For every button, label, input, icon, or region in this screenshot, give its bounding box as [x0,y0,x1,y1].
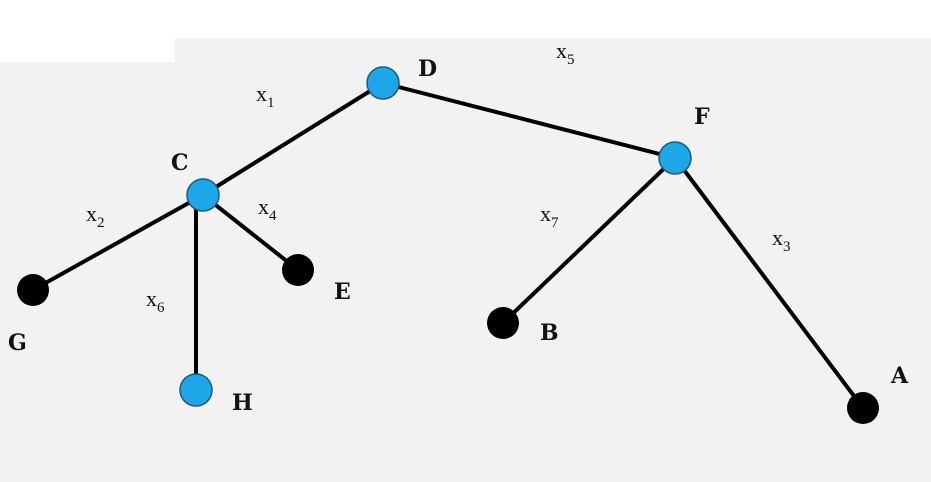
edge-label-x2-sub: 2 [97,215,105,231]
edge-label-x2: x2 [86,201,105,231]
node-G [17,274,49,306]
edge-label-x4: x4 [258,194,277,224]
node-label-D: D [418,56,437,82]
node-label-B: B [540,320,559,346]
edge-label-x5-main: x [556,38,567,63]
edge-x5 [381,81,677,160]
node-F [658,141,692,175]
edge-label-x4-main: x [258,194,269,219]
edge-x1 [201,81,385,197]
edge-x4 [201,193,300,272]
node-A [847,392,879,424]
edge-label-x6: x6 [146,286,165,316]
edge-x2 [31,193,205,292]
node-B [487,307,519,339]
node-label-A: A [890,363,909,389]
node-C [186,178,220,212]
edge-label-x7-main: x [540,201,551,226]
node-label-C: C [171,150,189,176]
edge-label-x7: x7 [540,201,559,231]
edge-label-x7-sub: 7 [551,215,559,231]
edge-label-x5: x5 [556,38,575,68]
edge-label-x6-sub: 6 [157,300,165,316]
edge-label-x1-sub: 1 [267,95,275,111]
edge-label-x1: x1 [256,81,275,111]
edge-label-x2-main: x [86,201,97,226]
node-label-G: G [8,330,27,356]
node-label-H: H [232,390,253,416]
edge-x3 [673,156,865,410]
edge-label-x3-main: x [772,225,783,250]
background-panel [0,38,931,482]
edge-label-x3-sub: 3 [783,239,791,255]
edge-label-x5-sub: 5 [567,52,575,68]
edge-label-x1-main: x [256,81,267,106]
node-label-F: F [694,104,710,130]
edge-label-x6-main: x [146,286,157,311]
node-label-E: E [334,279,351,305]
node-D [366,66,400,100]
edge-x7 [501,156,677,325]
edge-label-x4-sub: 4 [269,208,277,224]
node-E [282,254,314,286]
edge-label-x3: x3 [772,225,791,255]
node-H [179,373,213,407]
